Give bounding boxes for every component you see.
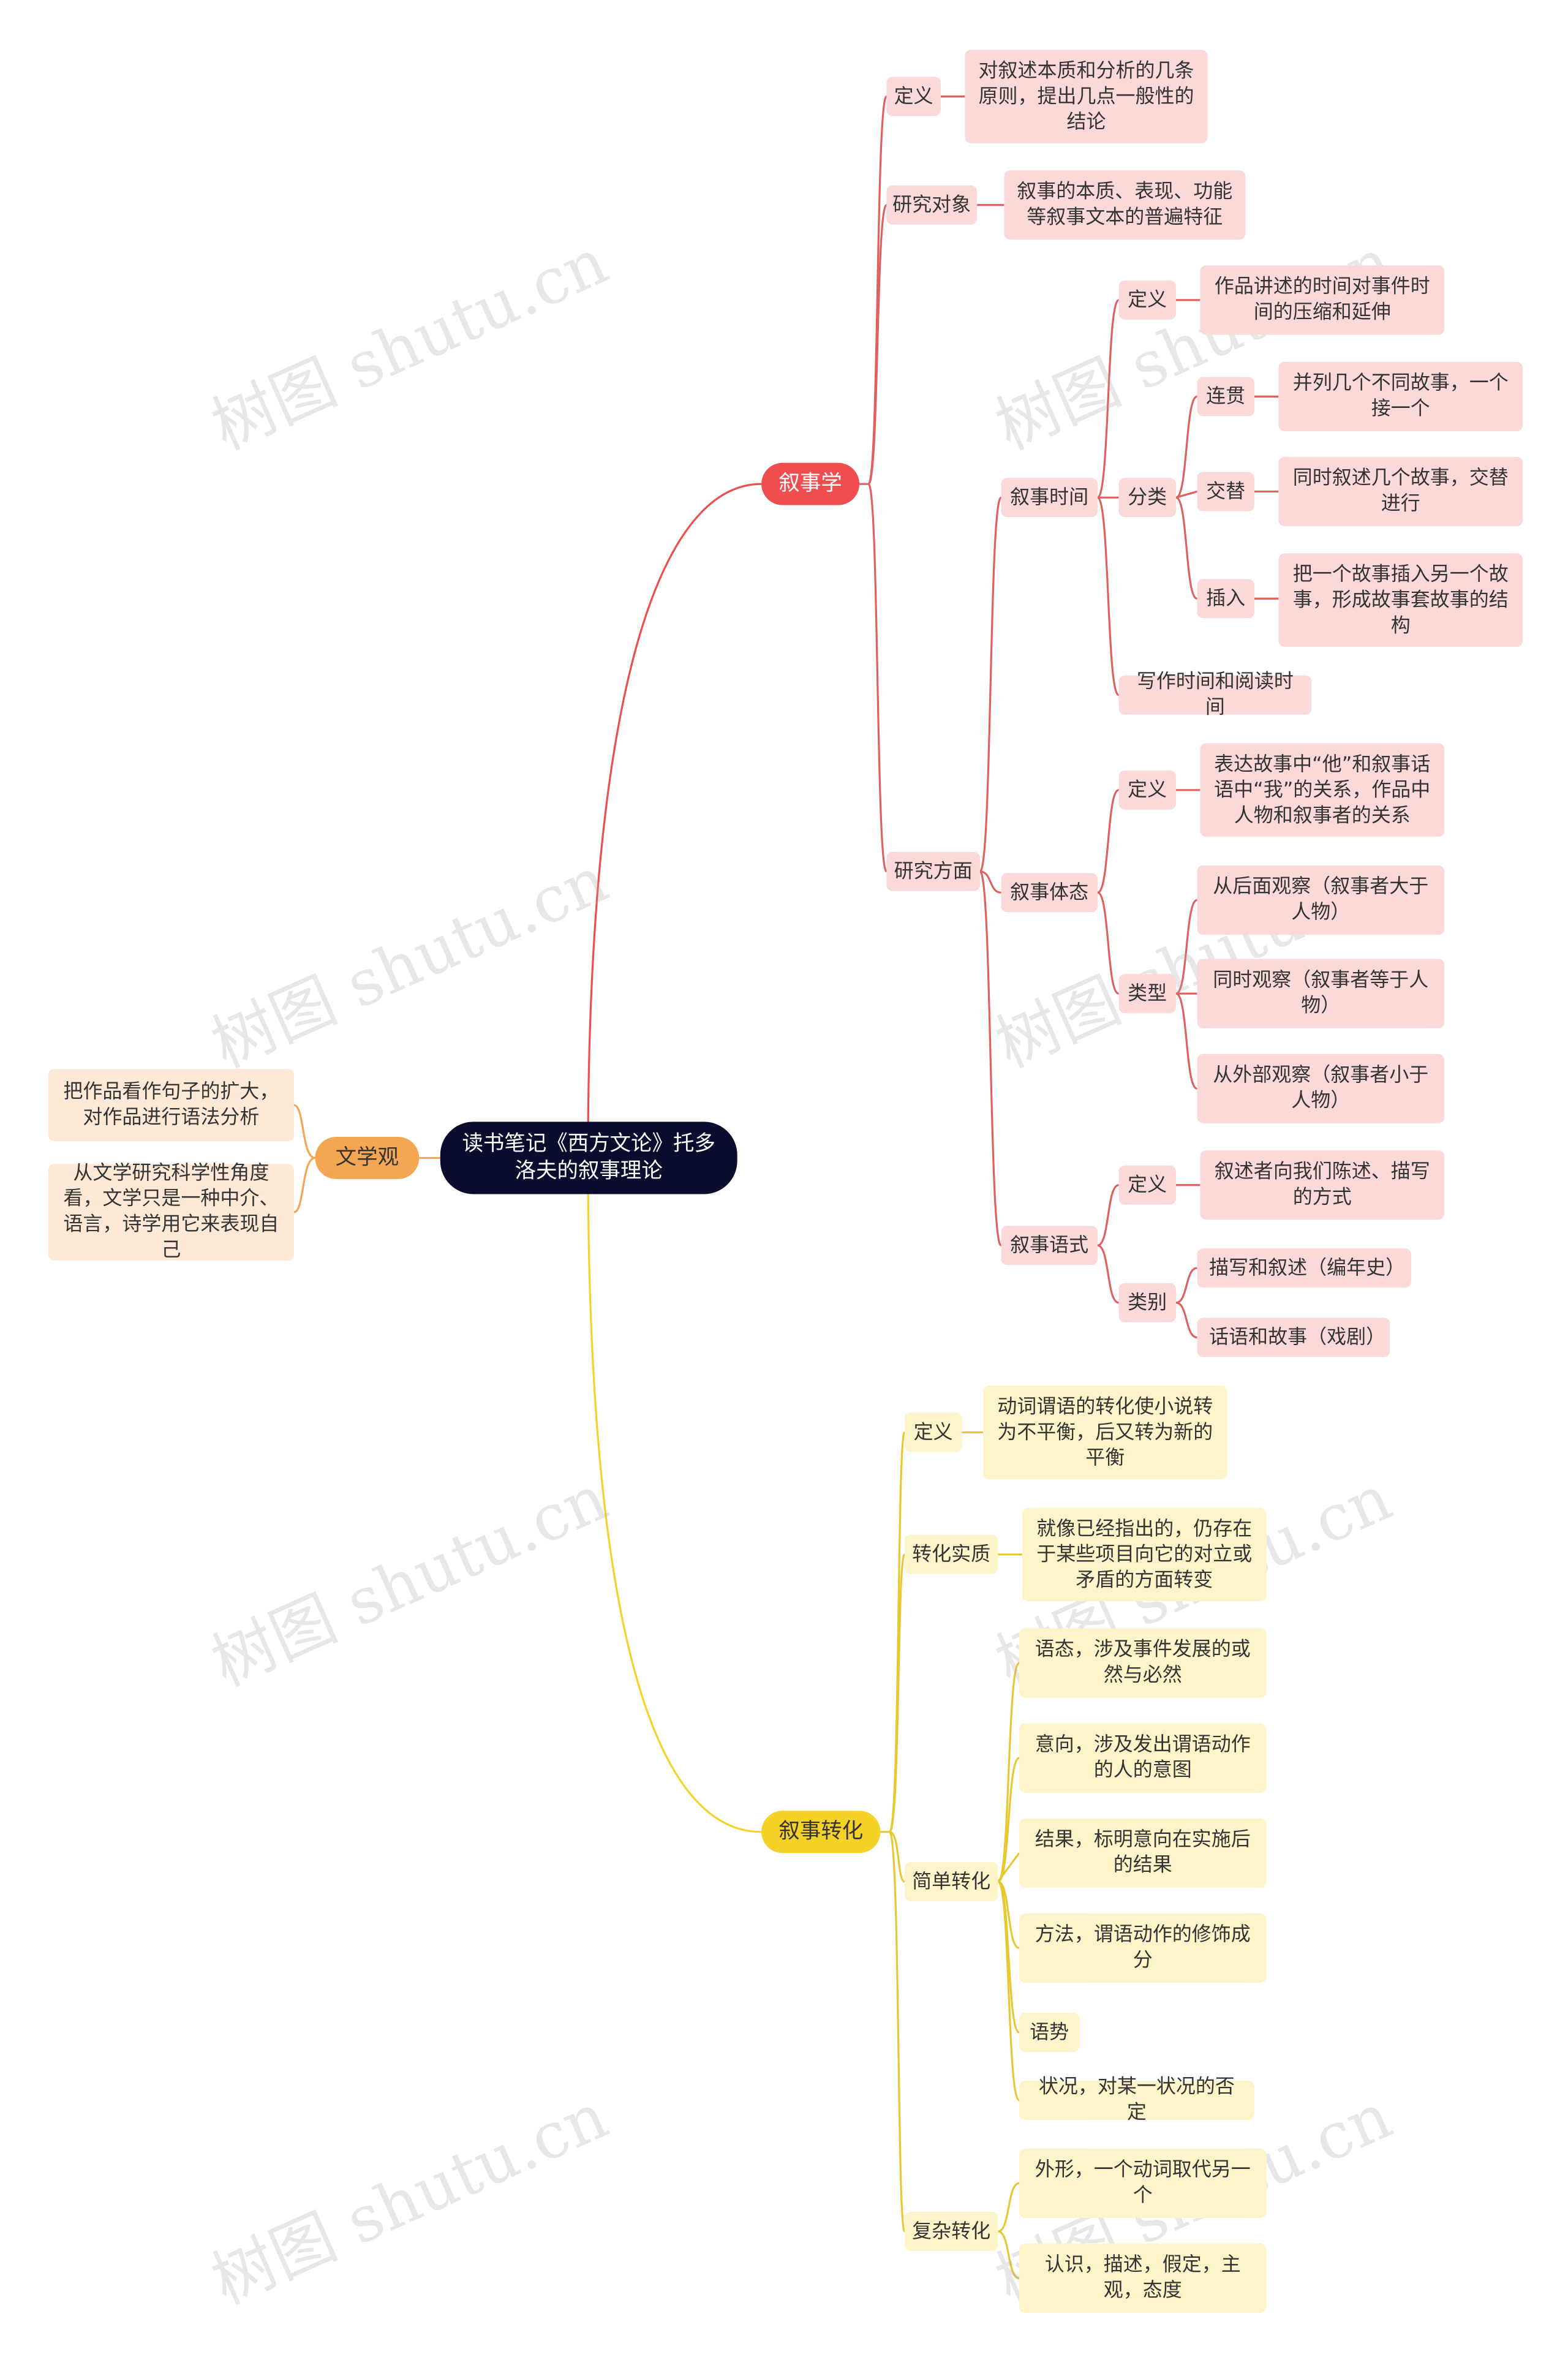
complex-transform-item[interactable]: 外形，一个动词取代另一个 bbox=[1019, 2148, 1267, 2218]
time-class-label[interactable]: 插入 bbox=[1197, 579, 1254, 619]
time-class-label[interactable]: 交替 bbox=[1197, 472, 1254, 511]
time-definition-text[interactable]: 作品讲述的时间对事件时间的压缩和延伸 bbox=[1200, 265, 1445, 335]
branch-literature[interactable]: 文学观 bbox=[315, 1136, 420, 1179]
narratology-definition-label[interactable]: 定义 bbox=[886, 77, 941, 116]
mode-definition-text[interactable]: 叙述者向我们陈述、描写的方式 bbox=[1200, 1150, 1445, 1220]
branch-transformation[interactable]: 叙事转化 bbox=[761, 1811, 881, 1854]
transform-definition-text[interactable]: 动词谓语的转化使小说转为不平衡，后又转为新的平衡 bbox=[982, 1386, 1227, 1479]
simple-transform-item[interactable]: 意向，涉及发出谓语动作的人的意图 bbox=[1019, 1723, 1267, 1793]
narrative-aspect[interactable]: 叙事体态 bbox=[1001, 873, 1098, 913]
simple-transform-item[interactable]: 语势 bbox=[1019, 2013, 1080, 2053]
time-class-text[interactable]: 把一个故事插入另一个故事，形成故事套故事的结构 bbox=[1278, 553, 1523, 647]
simple-transform-item[interactable]: 状况，对某一状况的否定 bbox=[1019, 2076, 1254, 2124]
narratology-object-label[interactable]: 研究对象 bbox=[886, 185, 978, 225]
narratology-object-text[interactable]: 叙事的本质、表现、功能等叙事文本的普遍特征 bbox=[1004, 170, 1246, 240]
transform-essence-text[interactable]: 就像已经指出的，仍存在于某些项目向它的对立或矛盾的方面转变 bbox=[1022, 1507, 1267, 1602]
literature-item-2[interactable]: 从文学研究科学性角度看，文学只是一种中介、语言，诗学用它来表现自己 bbox=[48, 1163, 294, 1262]
time-class-text[interactable]: 并列几个不同故事，一个接一个 bbox=[1278, 361, 1523, 431]
time-definition-label[interactable]: 定义 bbox=[1118, 280, 1176, 320]
aspect-types-label[interactable]: 类型 bbox=[1118, 974, 1176, 1014]
narratology-aspects-label[interactable]: 研究方面 bbox=[886, 851, 980, 891]
narrative-mode[interactable]: 叙事语式 bbox=[1001, 1226, 1098, 1265]
aspect-type[interactable]: 从外部观察（叙事者小于人物） bbox=[1197, 1054, 1445, 1123]
mode-kinds-label[interactable]: 类别 bbox=[1118, 1283, 1176, 1322]
narrative-time[interactable]: 叙事时间 bbox=[1001, 478, 1098, 518]
time-writing-reading[interactable]: 写作时间和阅读时间 bbox=[1118, 671, 1312, 719]
simple-transform-label[interactable]: 简单转化 bbox=[904, 1861, 998, 1901]
mode-kind[interactable]: 描写和叙述（编年史） bbox=[1197, 1248, 1411, 1288]
simple-transform-item[interactable]: 语态，涉及事件发展的或然与必然 bbox=[1019, 1628, 1267, 1698]
branch-narratology[interactable]: 叙事学 bbox=[761, 462, 860, 505]
aspect-type[interactable]: 同时观察（叙事者等于人物） bbox=[1197, 959, 1445, 1028]
mode-kind[interactable]: 话语和故事（戏剧） bbox=[1197, 1318, 1390, 1357]
literature-item-1[interactable]: 把作品看作句子的扩大，对作品进行语法分析 bbox=[48, 1069, 294, 1142]
complex-transform-item[interactable]: 认识，描述，假定，主观，态度 bbox=[1019, 2243, 1267, 2313]
transform-definition-label[interactable]: 定义 bbox=[904, 1412, 962, 1452]
time-class-text[interactable]: 同时叙述几个故事，交替进行 bbox=[1278, 456, 1523, 527]
complex-transform-label[interactable]: 复杂转化 bbox=[904, 2212, 998, 2252]
transform-essence-label[interactable]: 转化实质 bbox=[904, 1534, 998, 1574]
simple-transform-item[interactable]: 方法，谓语动作的修饰成分 bbox=[1019, 1913, 1267, 1983]
time-class-label[interactable]: 连贯 bbox=[1197, 377, 1254, 417]
mode-definition-label[interactable]: 定义 bbox=[1118, 1165, 1176, 1205]
root-node[interactable]: 读书笔记《西方文论》托多洛夫的叙事理论 bbox=[440, 1122, 737, 1194]
simple-transform-item[interactable]: 结果，标明意向在实施后的结果 bbox=[1019, 1818, 1267, 1888]
aspect-type[interactable]: 从后面观察（叙事者大于人物） bbox=[1197, 865, 1445, 935]
time-classes-label[interactable]: 分类 bbox=[1118, 478, 1176, 518]
aspect-definition-label[interactable]: 定义 bbox=[1118, 770, 1176, 810]
narratology-definition-text[interactable]: 对叙述本质和分析的几条原则，提出几点一般性的结论 bbox=[965, 50, 1208, 143]
aspect-definition-text[interactable]: 表达故事中“他”和叙事话语中“我”的关系，作品中人物和叙事者的关系 bbox=[1200, 743, 1445, 837]
